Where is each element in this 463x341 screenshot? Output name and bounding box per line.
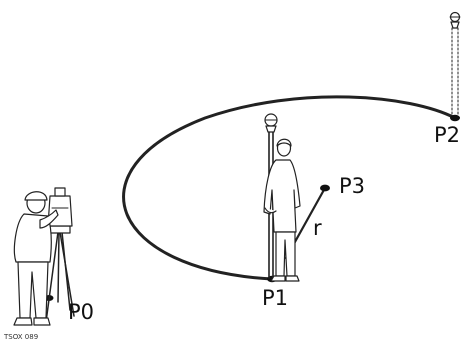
point-p3 xyxy=(320,184,330,192)
label-p1: P1 xyxy=(262,286,288,310)
point-p2 xyxy=(450,114,460,122)
person-holding-prism-pole-icon xyxy=(263,113,301,282)
figure-code: TSOX 089 xyxy=(3,333,38,341)
label-p2: P2 xyxy=(434,123,460,147)
label-radius: r xyxy=(313,216,322,240)
label-p0: P0 xyxy=(68,300,94,324)
label-p3: P3 xyxy=(339,174,365,198)
arc-path xyxy=(122,95,457,281)
surveyor-with-total-station-icon xyxy=(13,187,75,326)
prism-pole-icon xyxy=(449,11,461,117)
